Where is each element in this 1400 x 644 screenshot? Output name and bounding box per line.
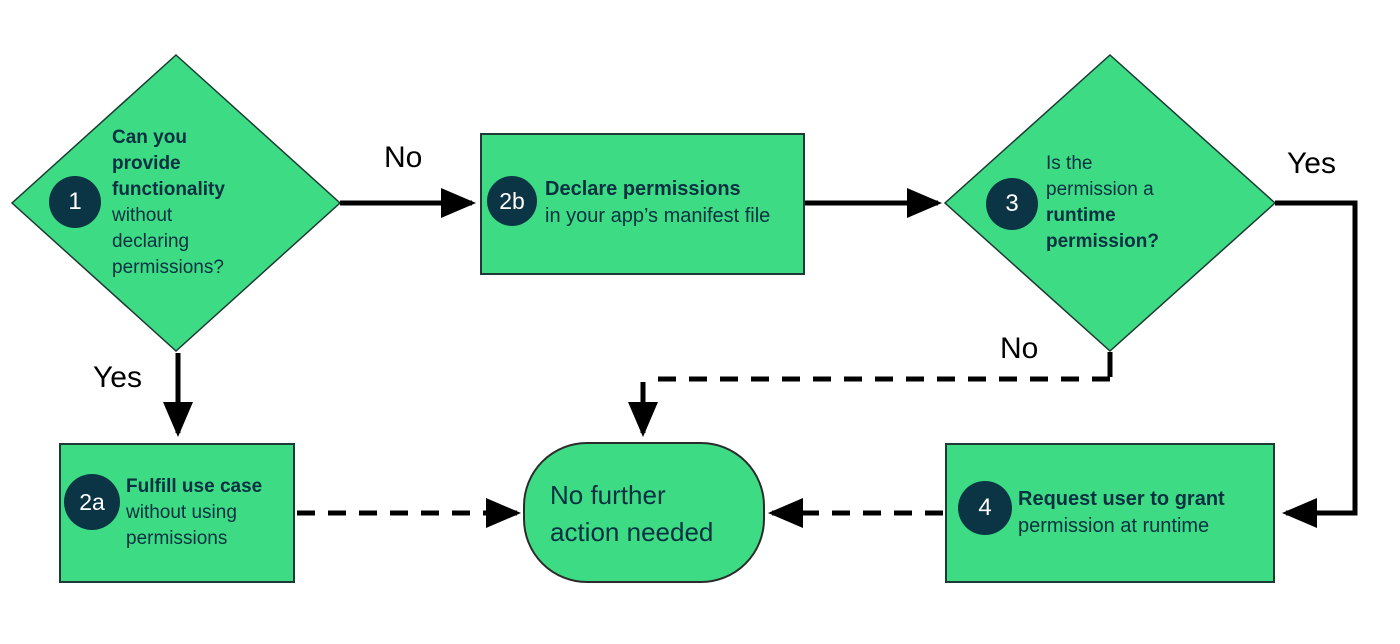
decision-1-text: Can you provide functionality without de…: [112, 125, 238, 281]
step-1-badge: 1: [49, 176, 101, 228]
edge-label-no-1-to-2b: No: [384, 141, 423, 174]
step-2a-badge-label: 2a: [79, 488, 105, 515]
step-4-text: Request user to grant permission at runt…: [1018, 486, 1268, 540]
edge-label-yes-3-to-4: Yes: [1287, 147, 1336, 180]
step-2a-text: Fulfill use case without using permissio…: [126, 474, 266, 552]
step-4-badge-label: 4: [978, 494, 992, 521]
step-2b-title: Declare permissions: [545, 178, 741, 200]
step-4-box: [945, 443, 1275, 583]
edge-label-yes-1-to-2a: Yes: [93, 361, 142, 394]
decision-3-text: Is the permission a runtime permission?: [1046, 151, 1168, 255]
step-2b-badge-label: 2b: [499, 187, 525, 214]
arrow-3-to-4-yes: [1275, 200, 1358, 528]
step-4-title: Request user to grant: [1018, 488, 1225, 510]
step-2a-badge: 2a: [64, 474, 120, 530]
decision-1-diamond: [10, 53, 342, 353]
step-4-badge: 4: [958, 481, 1012, 535]
edge-label-no-3-to-end: No: [1000, 332, 1039, 365]
decision-3-text-bold: runtime permission?: [1046, 205, 1159, 252]
end-node-text: No further action needed: [550, 480, 714, 547]
step-2a-subtitle: without using permissions: [126, 502, 237, 549]
decision-3-diamond: [943, 53, 1277, 353]
step-2b-subtitle: in your app’s manifest file: [545, 205, 771, 227]
step-2b-text: Declare permissions in your app’s manife…: [545, 176, 800, 230]
step-2a-title: Fulfill use case: [126, 476, 263, 497]
decision-1-text-bold: Can you provide functionality: [112, 127, 225, 200]
step-4-subtitle: permission at runtime: [1018, 515, 1210, 537]
step-3-badge-label: 3: [1005, 190, 1019, 217]
step-2b-badge: 2b: [487, 176, 537, 226]
step-3-badge: 3: [986, 178, 1038, 230]
decision-3-text-prefix: Is the permission a: [1046, 153, 1154, 200]
step-1-badge-label: 1: [68, 188, 82, 215]
decision-1-text-rest: without declaring permissions?: [112, 205, 224, 278]
end-node: [523, 442, 765, 583]
